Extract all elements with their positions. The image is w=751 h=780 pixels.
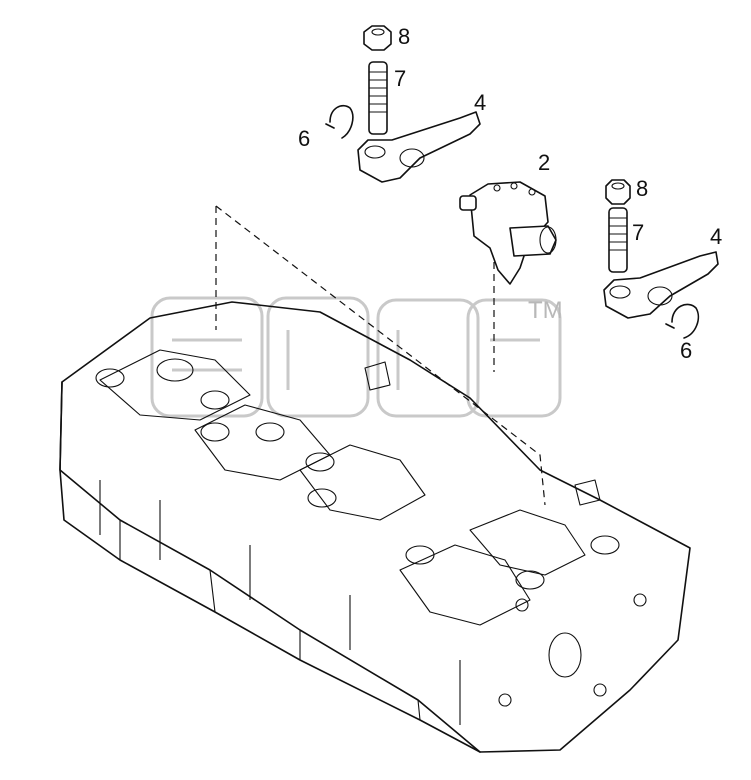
watermark-logo: TM	[150, 296, 563, 418]
stud-7-right	[608, 207, 628, 273]
rocker-arm-4-right	[603, 251, 719, 319]
callouts: 8 7 6 4 2 8 7 4 6	[298, 24, 722, 363]
rocker-bracket-2	[459, 181, 557, 285]
retaining-ring-6-top	[325, 104, 354, 139]
nut-8-right	[605, 179, 631, 205]
watermark-trademark: TM	[528, 297, 563, 324]
nut-8-top	[363, 25, 392, 51]
cylinder-head	[59, 301, 691, 753]
stud-7-top	[368, 61, 388, 135]
callout-4-right: 4	[710, 224, 722, 249]
callout-2: 2	[538, 150, 550, 175]
callout-6-top: 6	[298, 126, 310, 151]
retaining-ring-6-right	[665, 303, 700, 339]
rocker-arm-4-top	[357, 111, 481, 183]
callout-8-right: 8	[636, 176, 648, 201]
assembly-guides	[215, 205, 546, 506]
callout-8-top: 8	[398, 24, 410, 49]
callout-4-top: 4	[474, 90, 486, 115]
callout-7-top: 7	[394, 66, 406, 91]
callout-7-right: 7	[632, 220, 644, 245]
callout-6-right: 6	[680, 338, 692, 363]
